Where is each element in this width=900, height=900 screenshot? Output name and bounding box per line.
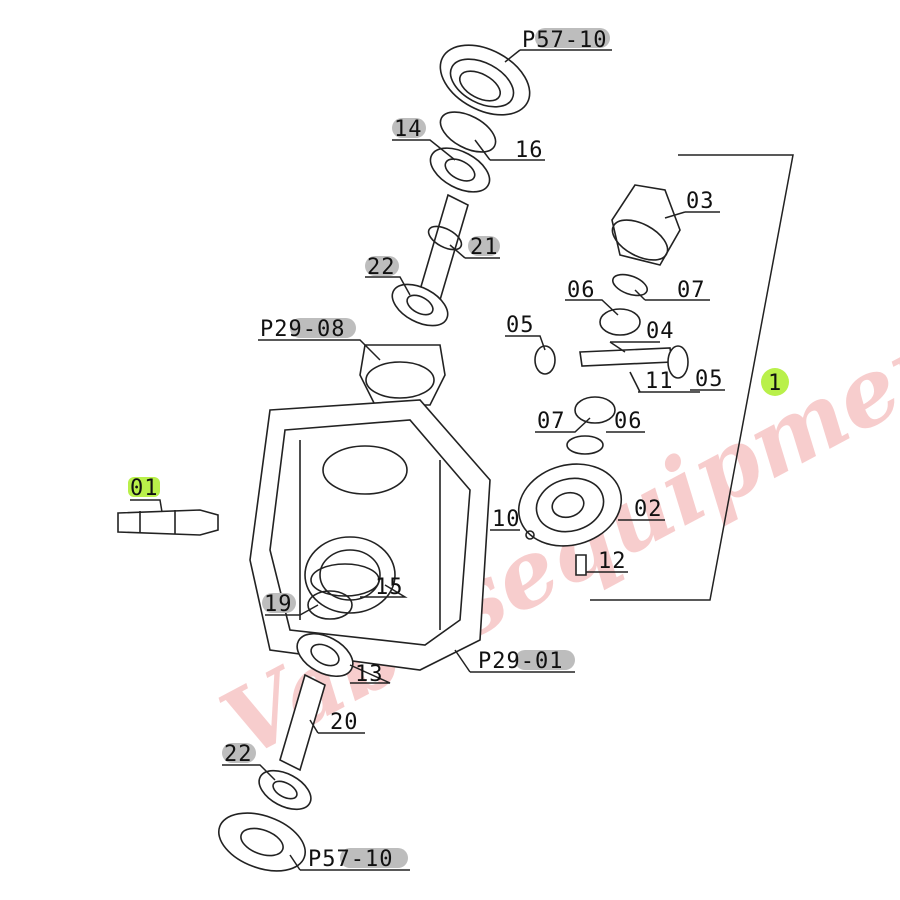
label-06-bottom: 06 (614, 409, 643, 434)
label-p57-10-bottom: P57-10 (308, 847, 393, 872)
bottom-cover-part (217, 812, 307, 872)
label-02: 02 (634, 497, 663, 522)
washer-07-top-part (612, 273, 648, 297)
top-cover-part (439, 44, 531, 116)
label-03: 03 (686, 189, 715, 214)
gear-05-left-part (534, 345, 556, 375)
oring-16-part (439, 111, 497, 153)
housing-p29-08-part (359, 344, 446, 406)
label-20: 20 (330, 710, 359, 735)
label-p29-08: P29-08 (260, 317, 345, 342)
label-12: 12 (598, 549, 627, 574)
pin-04-part (579, 347, 673, 367)
label-14: 14 (394, 117, 423, 142)
label-05-right: 05 (695, 367, 724, 392)
shaft-01-part (117, 509, 219, 536)
gearbox-housing-p29-01 (249, 399, 491, 671)
label-22-bottom: 22 (224, 742, 253, 767)
label-06-top: 06 (567, 278, 596, 303)
label-10: 10 (492, 507, 521, 532)
label-04: 04 (646, 319, 675, 344)
shaft-20-part (279, 673, 326, 772)
label-highlights (128, 28, 789, 868)
diff-case-03-part (611, 184, 681, 266)
washer-07-bottom-part (566, 435, 604, 455)
gear-06-top-part (599, 308, 641, 336)
gear-06-bottom-part (574, 396, 616, 424)
oring-15-part (310, 563, 380, 597)
label-p57-10-top: P57-10 (522, 28, 607, 53)
label-13: 13 (355, 662, 384, 687)
part-labels: P57-10 14 16 21 22 P29-08 03 06 07 05 04… (130, 28, 782, 872)
label-22-top: 22 (367, 255, 396, 280)
bearing-14-part (429, 147, 491, 193)
ring-gear-02-part (517, 463, 623, 547)
label-11: 11 (645, 369, 674, 394)
label-assembly-1: 1 (768, 371, 782, 396)
assembly-bracket (590, 154, 794, 601)
seal-19-part (307, 590, 353, 620)
label-16: 16 (515, 138, 544, 163)
label-15: 15 (375, 575, 404, 600)
label-01: 01 (130, 476, 159, 501)
bearing-22-top-part (391, 283, 449, 327)
pin-11-part (629, 371, 641, 393)
pin-10-part (525, 530, 535, 540)
bolt-12-part (575, 554, 587, 576)
label-05-left: 05 (506, 313, 535, 338)
label-19: 19 (264, 592, 293, 617)
gear-05-right-part (667, 345, 689, 379)
label-21: 21 (470, 235, 499, 260)
bearing-22-bottom-part (258, 769, 312, 811)
label-07-top: 07 (677, 278, 706, 303)
label-p29-01: P29-01 (478, 649, 563, 674)
leader-lines (130, 49, 725, 871)
shaft-21-part (419, 193, 469, 302)
bearing-13-part (296, 632, 354, 678)
label-07-bottom: 07 (537, 409, 566, 434)
